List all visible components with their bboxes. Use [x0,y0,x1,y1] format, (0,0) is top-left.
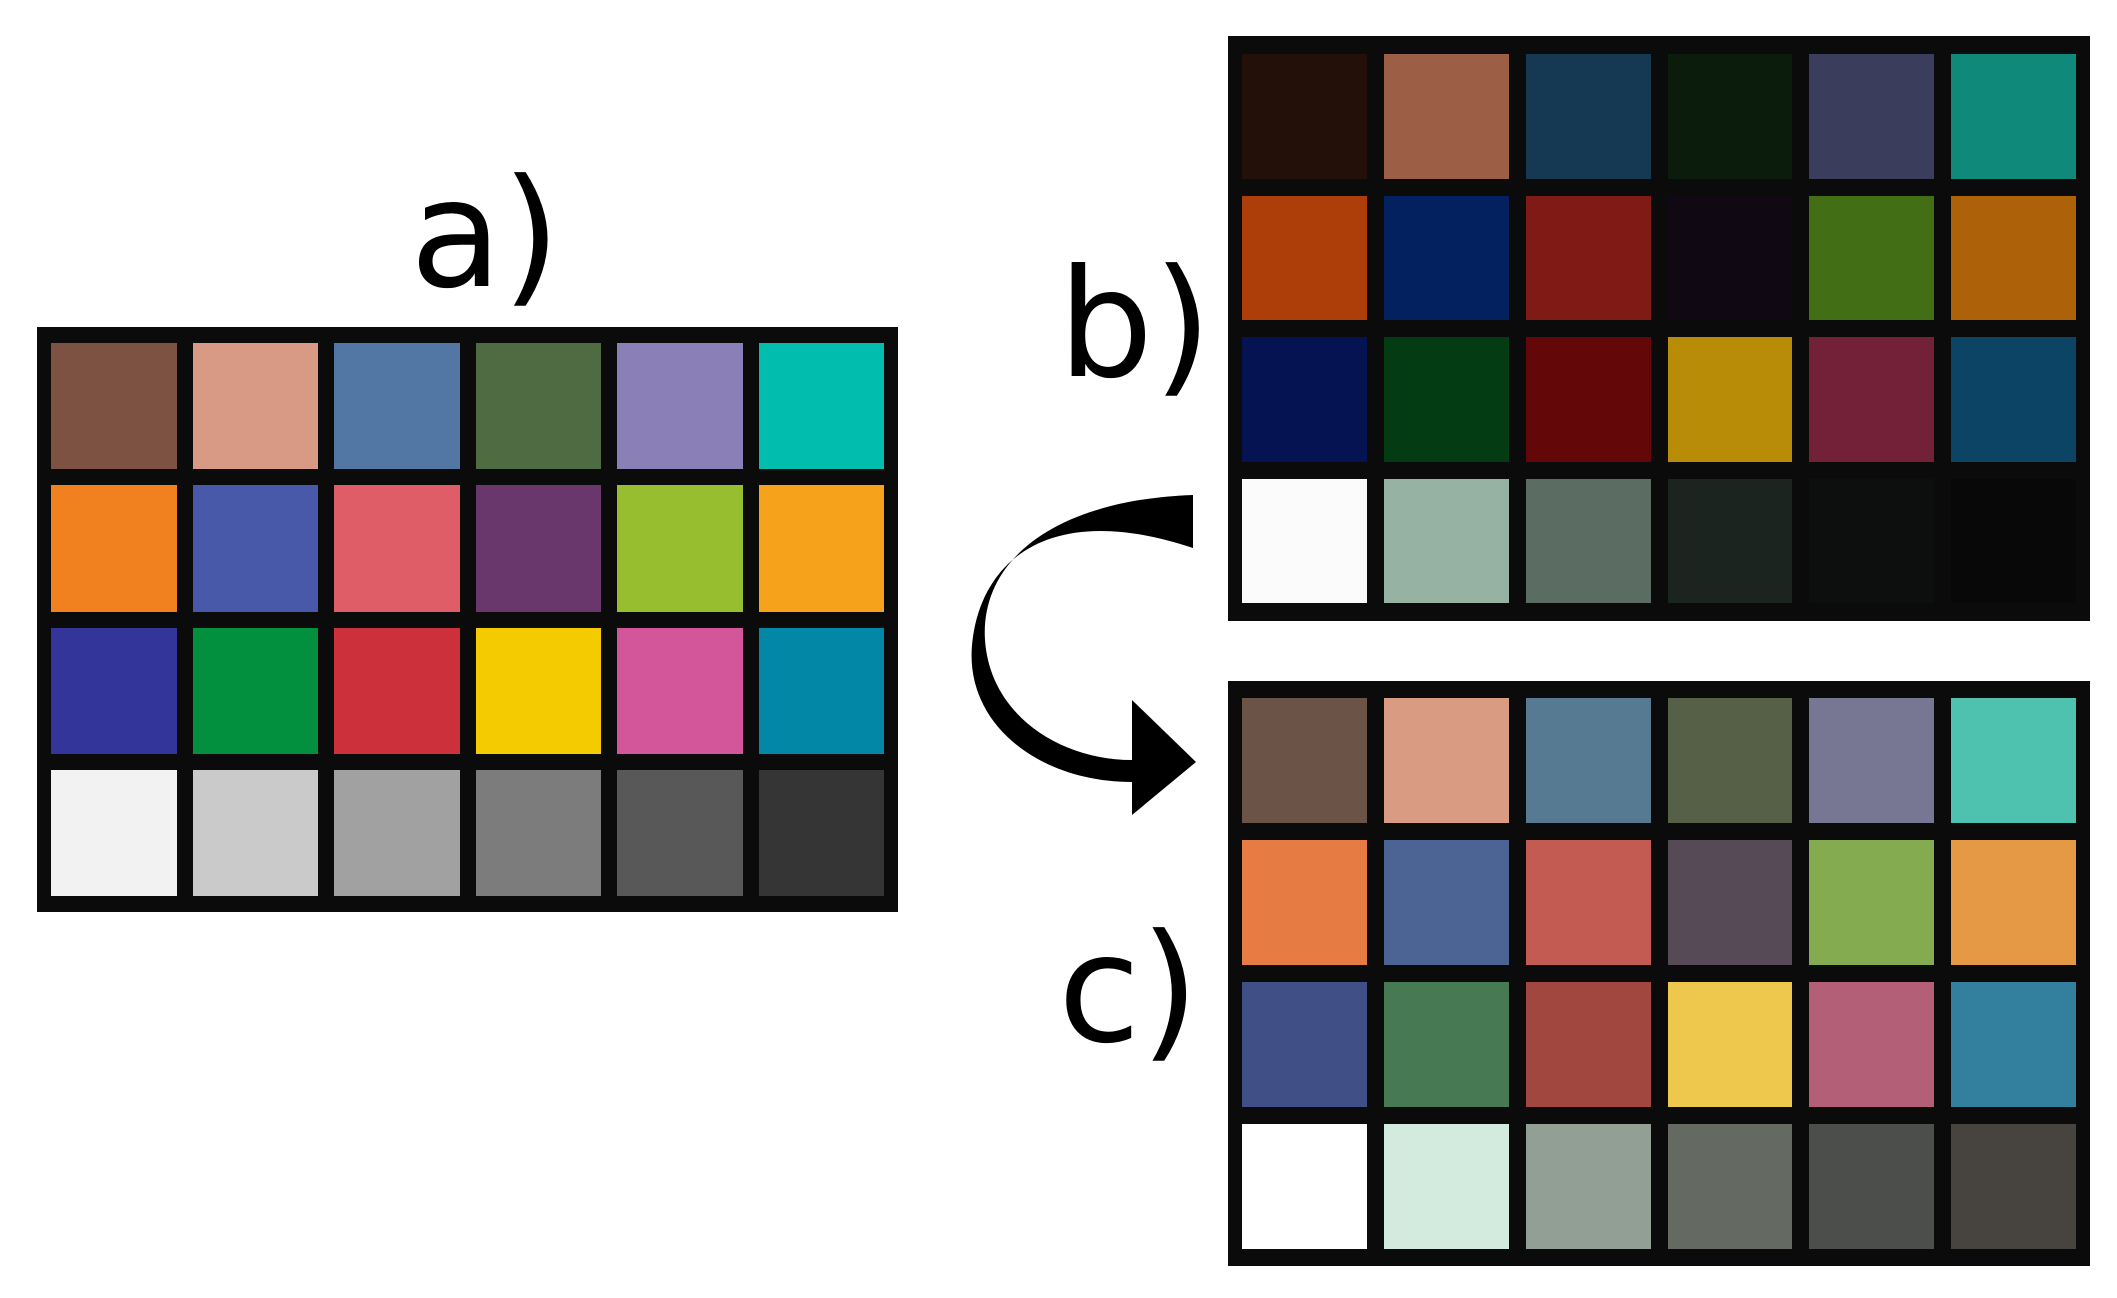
label-b: b) [1058,238,1212,412]
color-patch [334,343,460,470]
color-patch [1809,337,1935,462]
color-patch [1809,982,1935,1107]
color-patch [1525,54,1651,179]
color-patch [1383,478,1509,603]
captured-color-chart [1228,36,2090,621]
color-patch [1951,195,2076,320]
color-patch [475,343,601,470]
color-patch [1809,1124,1935,1249]
color-patch [192,485,318,612]
color-patch [1383,1124,1509,1249]
color-patch [1383,840,1509,965]
color-patch [758,627,884,754]
color-patch [1667,1124,1793,1249]
color-patch [617,627,743,754]
color-patch [1242,698,1367,823]
color-patch [1951,840,2076,965]
color-patch [1667,982,1793,1107]
color-patch [1951,698,2076,823]
color-patch [1525,478,1651,603]
color-patch [51,485,177,612]
color-patch [1242,54,1367,179]
color-patch [1242,840,1367,965]
color-patch [1809,195,1935,320]
color-patch [475,769,601,896]
color-patch [758,343,884,470]
color-patch [1809,54,1935,179]
color-patch [1525,840,1651,965]
color-patch [1667,337,1793,462]
color-patch [192,343,318,470]
color-patch [192,627,318,754]
color-patch [475,627,601,754]
color-patch [617,485,743,612]
color-patch [1383,982,1509,1107]
reference-color-chart [37,327,898,912]
color-patch [1525,698,1651,823]
color-patch [1383,698,1509,823]
color-patch [1951,337,2076,462]
corrected-color-chart [1228,681,2090,1266]
color-patch [1242,1124,1367,1249]
color-patch [1667,840,1793,965]
label-c: c) [1058,903,1199,1077]
color-patch [334,769,460,896]
color-patch [51,343,177,470]
color-patch [1951,478,2076,603]
color-patch [1809,478,1935,603]
color-patch [1951,982,2076,1107]
color-patch [1242,982,1367,1107]
color-patch [51,627,177,754]
color-patch [1242,195,1367,320]
color-patch [1667,195,1793,320]
color-patch [1667,54,1793,179]
color-patch [1667,478,1793,603]
color-patch [51,769,177,896]
color-patch [1951,1124,2076,1249]
color-patch [1809,840,1935,965]
color-patch [758,485,884,612]
color-patch [1383,337,1509,462]
color-patch [1242,478,1367,603]
color-patch [1525,982,1651,1107]
color-patch [1951,54,2076,179]
color-patch [758,769,884,896]
color-patch [1525,337,1651,462]
arrow-head [1132,700,1196,815]
color-patch [617,769,743,896]
color-patch [334,627,460,754]
color-patch [475,485,601,612]
color-patch [1809,698,1935,823]
color-patch [1242,337,1367,462]
arrow-shaft [971,495,1193,782]
color-patch [192,769,318,896]
color-patch [1525,1124,1651,1249]
color-patch [1383,195,1509,320]
color-patch [1525,195,1651,320]
label-a: a) [410,148,561,322]
color-patch [1383,54,1509,179]
color-patch [1667,698,1793,823]
color-patch [334,485,460,612]
color-patch [617,343,743,470]
